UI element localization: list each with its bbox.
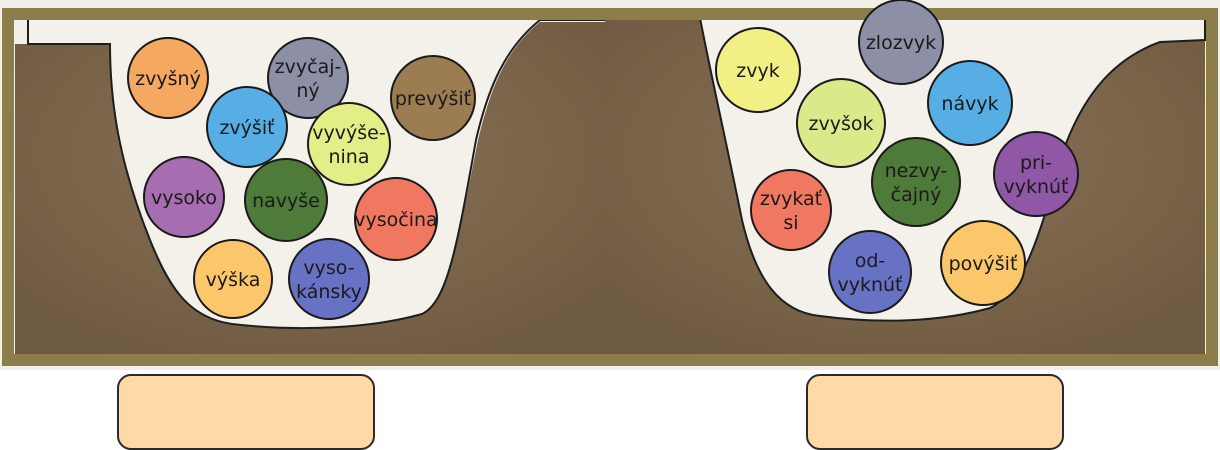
right-word-ball: návyk [928,61,1012,145]
left-ball-label: zvyšný [135,68,201,90]
left-word-ball: navyše [245,159,327,241]
right-ball-label: zvyšok [809,113,874,135]
left-ball-label: prevýšiť [395,88,472,110]
right-word-ball: zvyšok [797,79,885,167]
left-ball-label: navyše [252,190,320,212]
left-word-ball: zvýšiť [207,87,287,167]
left-word-ball: vyvýše-nina [308,103,390,185]
right-ball-label: čajný [891,184,942,206]
left-word-ball: vysočina [354,178,437,260]
right-word-ball: zlozvyk [859,0,943,84]
left-ball-label: vysočina [354,209,437,231]
right-word-ball: pri-vyknúť [994,132,1078,216]
left-ball-label: zvyčaj- [275,56,342,78]
word-pits-illustration: zvyšný zvyčaj-ný prevýšiť zvýšiť vyvýše-nina… [0,0,1220,370]
right-ball-label: zvyk [736,60,779,82]
right-ball-label: si [783,212,798,234]
left-ball-label: vyso- [303,257,354,279]
right-ball-label: povýšiť [949,253,1018,275]
right-ball-label: zvykať [760,188,823,210]
left-ball-circle [289,239,369,319]
left-word-ball: zvyšný [128,38,208,118]
left-ball-label: nina [328,146,369,168]
right-ball-label: zlozvyk [866,32,936,54]
right-word-ball: nezvy-čajný [872,138,960,226]
left-ball-label: zvýšiť [219,117,275,139]
left-word-ball: vyso-kánsky [289,239,369,319]
right-word-ball: povýšiť [941,221,1025,305]
right-ball-label: vyknúť [837,274,903,296]
right-ball-label: pri- [1020,152,1052,174]
right-ball-circle [751,170,831,250]
right-ball-label: od- [855,250,886,272]
right-answer-box[interactable] [806,374,1064,450]
left-ball-label: kánsky [296,281,362,303]
right-ball-circle [994,132,1078,216]
right-word-ball: od-vyknúť [829,231,911,313]
right-ball-circle [872,138,960,226]
left-word-ball: vysoko [144,157,224,237]
right-ball-label: nezvy- [885,160,948,182]
left-ball-label: vysoko [151,187,217,209]
left-ball-label: vyvýše- [312,122,385,144]
left-answer-box[interactable] [117,374,375,450]
left-ball-label: ný [296,80,319,102]
right-ball-label: návyk [941,93,998,115]
left-word-ball: prevýšiť [391,56,475,140]
left-word-ball: výška [194,240,272,318]
right-ball-label: vyknúť [1003,176,1069,198]
left-ball-circle [308,103,390,185]
right-ball-circle [829,231,911,313]
left-ball-label: výška [206,269,261,291]
right-word-ball: zvyk [716,28,800,112]
